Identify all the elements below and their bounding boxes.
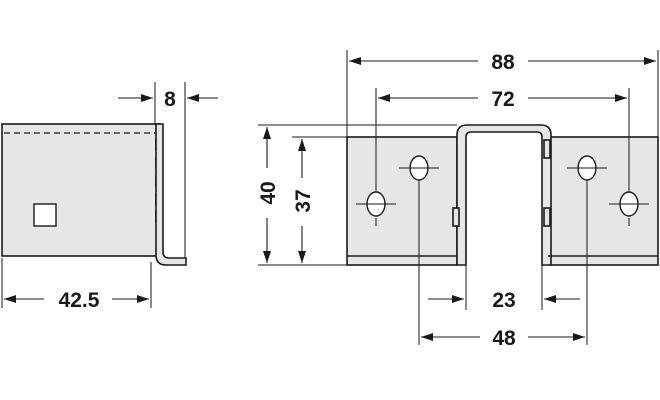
side-view: 42.5 8 xyxy=(1,82,218,312)
side-view-bracket xyxy=(155,123,187,266)
side-view-body xyxy=(1,123,161,257)
dim-label-height-total: 40 xyxy=(257,181,280,204)
dim-label-height-plate: 37 xyxy=(292,189,315,212)
dim-label-overall-width: 88 xyxy=(491,51,515,74)
front-right-plate xyxy=(547,136,659,266)
dim-label-side-thickness: 8 xyxy=(164,88,176,111)
dim-label-hole-spacing-inner: 48 xyxy=(492,327,516,350)
side-view-square-hole xyxy=(33,203,57,227)
dim-label-hole-spacing-outer: 72 xyxy=(491,88,514,111)
front-view: 88 72 40 37 23 48 xyxy=(257,50,659,350)
front-channel xyxy=(456,124,552,266)
dim-label-side-depth: 42.5 xyxy=(59,289,100,312)
front-left-plate xyxy=(346,136,458,266)
dim-label-channel-inner: 23 xyxy=(492,289,515,312)
